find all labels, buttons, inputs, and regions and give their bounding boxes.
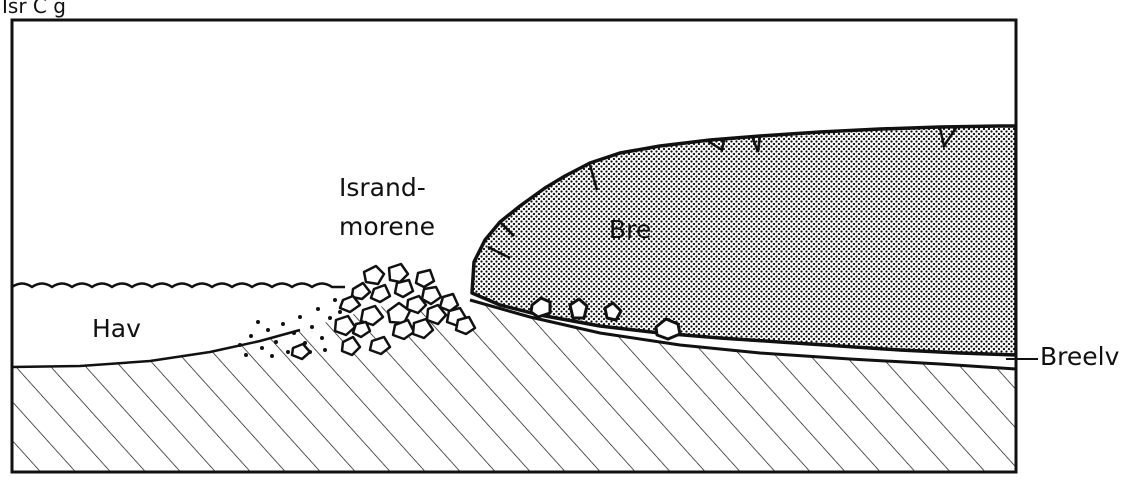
label-moraine-line1: Isrand- [339,173,426,202]
label-breelv: Breelv [1040,342,1120,371]
header-fragment: Isr C g [2,0,66,18]
label-hav: Hav [92,314,141,343]
label-moraine-line2: morene [339,212,435,241]
glacier-ice [472,126,1016,355]
label-bre: Bre [609,215,651,244]
sea-surface [12,284,345,288]
